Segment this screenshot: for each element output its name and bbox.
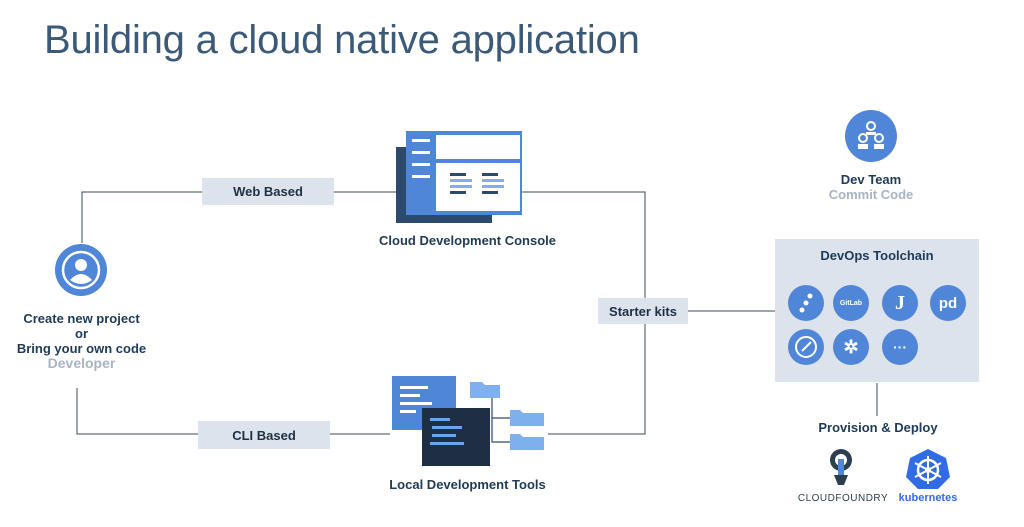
developer-line2: or: [75, 326, 88, 341]
console-window-icon: [396, 131, 522, 223]
jenkins-glyph: J: [895, 291, 905, 314]
page-title: Building a cloud native application: [44, 18, 640, 62]
team-subtitle: Commit Code: [828, 187, 914, 202]
cli-based-tag: CLI Based: [198, 421, 330, 449]
developer-line3: Bring your own code: [16, 341, 147, 356]
cloudfoundry-wordmark: CLOUDFOUNDRY: [797, 493, 889, 504]
developer-line1: Create new project: [23, 311, 140, 326]
starter-kits-tag: Starter kits: [598, 298, 688, 324]
local-tools-label: Local Development Tools: [389, 477, 546, 492]
kubernetes-wordmark: kubernetes: [898, 492, 958, 504]
gear-icon: ✲: [833, 329, 869, 365]
console-label: Cloud Development Console: [379, 233, 556, 248]
toolchain-title: DevOps Toolchain: [820, 248, 934, 263]
developer-role: Developer: [47, 355, 116, 371]
gauge-icon: [788, 329, 824, 365]
local-tools-icon: [392, 376, 544, 466]
pagerduty-icon: pd: [930, 285, 966, 321]
cloudfoundry-logo-icon: [830, 449, 852, 485]
deploy-label: Provision & Deploy: [818, 420, 938, 435]
more-glyph: ···: [893, 339, 907, 355]
gear-glyph: ✲: [843, 336, 859, 357]
team-icon: [845, 110, 897, 162]
gitlab-icon: GitLab: [833, 285, 869, 321]
jenkins-icon: J: [882, 285, 918, 321]
pagerduty-glyph: pd: [938, 294, 958, 312]
kubernetes-logo-icon: [906, 449, 950, 489]
toolchain-panel: DevOps Toolchain GitLab J pd ✲ ···: [775, 239, 979, 382]
more-icon: ···: [882, 329, 918, 365]
developer-avatar-icon: [55, 244, 107, 296]
developer-text: Create new project or Bring your own cod…: [0, 311, 163, 371]
web-based-tag: Web Based: [202, 178, 334, 205]
dots-icon: [788, 285, 824, 321]
gitlab-label: GitLab: [839, 299, 863, 307]
team-title: Dev Team: [840, 172, 902, 187]
